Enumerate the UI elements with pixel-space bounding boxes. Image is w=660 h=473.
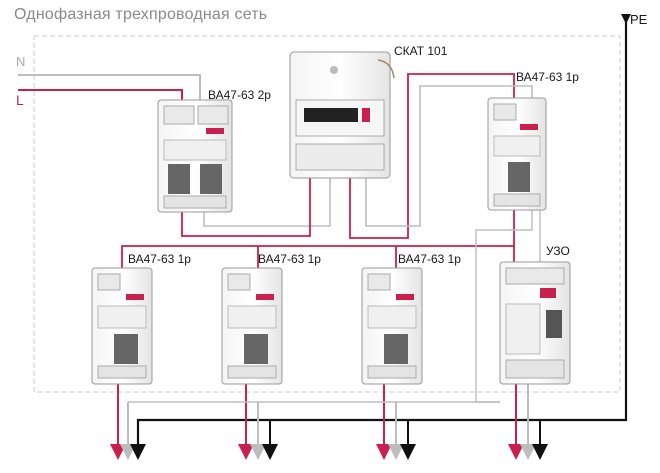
- main-breaker-device: [157, 99, 233, 213]
- n-wire-in: [18, 74, 201, 100]
- top-right-breaker-label: ВА47-63 1р: [516, 70, 579, 84]
- feeder-group-2: [238, 382, 278, 460]
- feeder-group-4: [508, 382, 548, 460]
- phase-wire-label: L: [16, 92, 24, 108]
- l-wire-in: [18, 89, 183, 102]
- phase-bus: [121, 208, 515, 268]
- breaker-1-device: [91, 267, 153, 385]
- earth-wire-label: PE: [630, 12, 648, 27]
- feeder-group-3: [376, 382, 416, 460]
- breaker-2-device: [221, 267, 283, 385]
- enclosure-frame: [33, 35, 621, 393]
- breaker-3-device: [361, 267, 423, 385]
- meter-label: СКАТ 101: [394, 44, 448, 58]
- phase-main-to-meter: [181, 176, 311, 237]
- rcd-label: УЗО: [546, 244, 570, 258]
- neutral-wire-label: N: [16, 54, 26, 69]
- neutral-meter-out: [365, 85, 533, 227]
- diagram-title: Однофазная трехпроводная сеть: [14, 6, 268, 23]
- phase-meter-to-tr: [349, 73, 515, 239]
- top-right-breaker-device: [487, 97, 547, 211]
- main-breaker-label: ВА47-63 2р: [208, 88, 271, 102]
- breaker-1-label: ВА47-63 1р: [128, 252, 191, 266]
- pe-arrow-down-icon: [621, 14, 631, 24]
- rcd-device: [499, 261, 571, 385]
- breaker-2-label: ВА47-63 1р: [258, 252, 321, 266]
- breaker-3-label: ВА47-63 1р: [398, 252, 461, 266]
- meter-device: [289, 51, 395, 179]
- feeder-group-1: [110, 382, 146, 460]
